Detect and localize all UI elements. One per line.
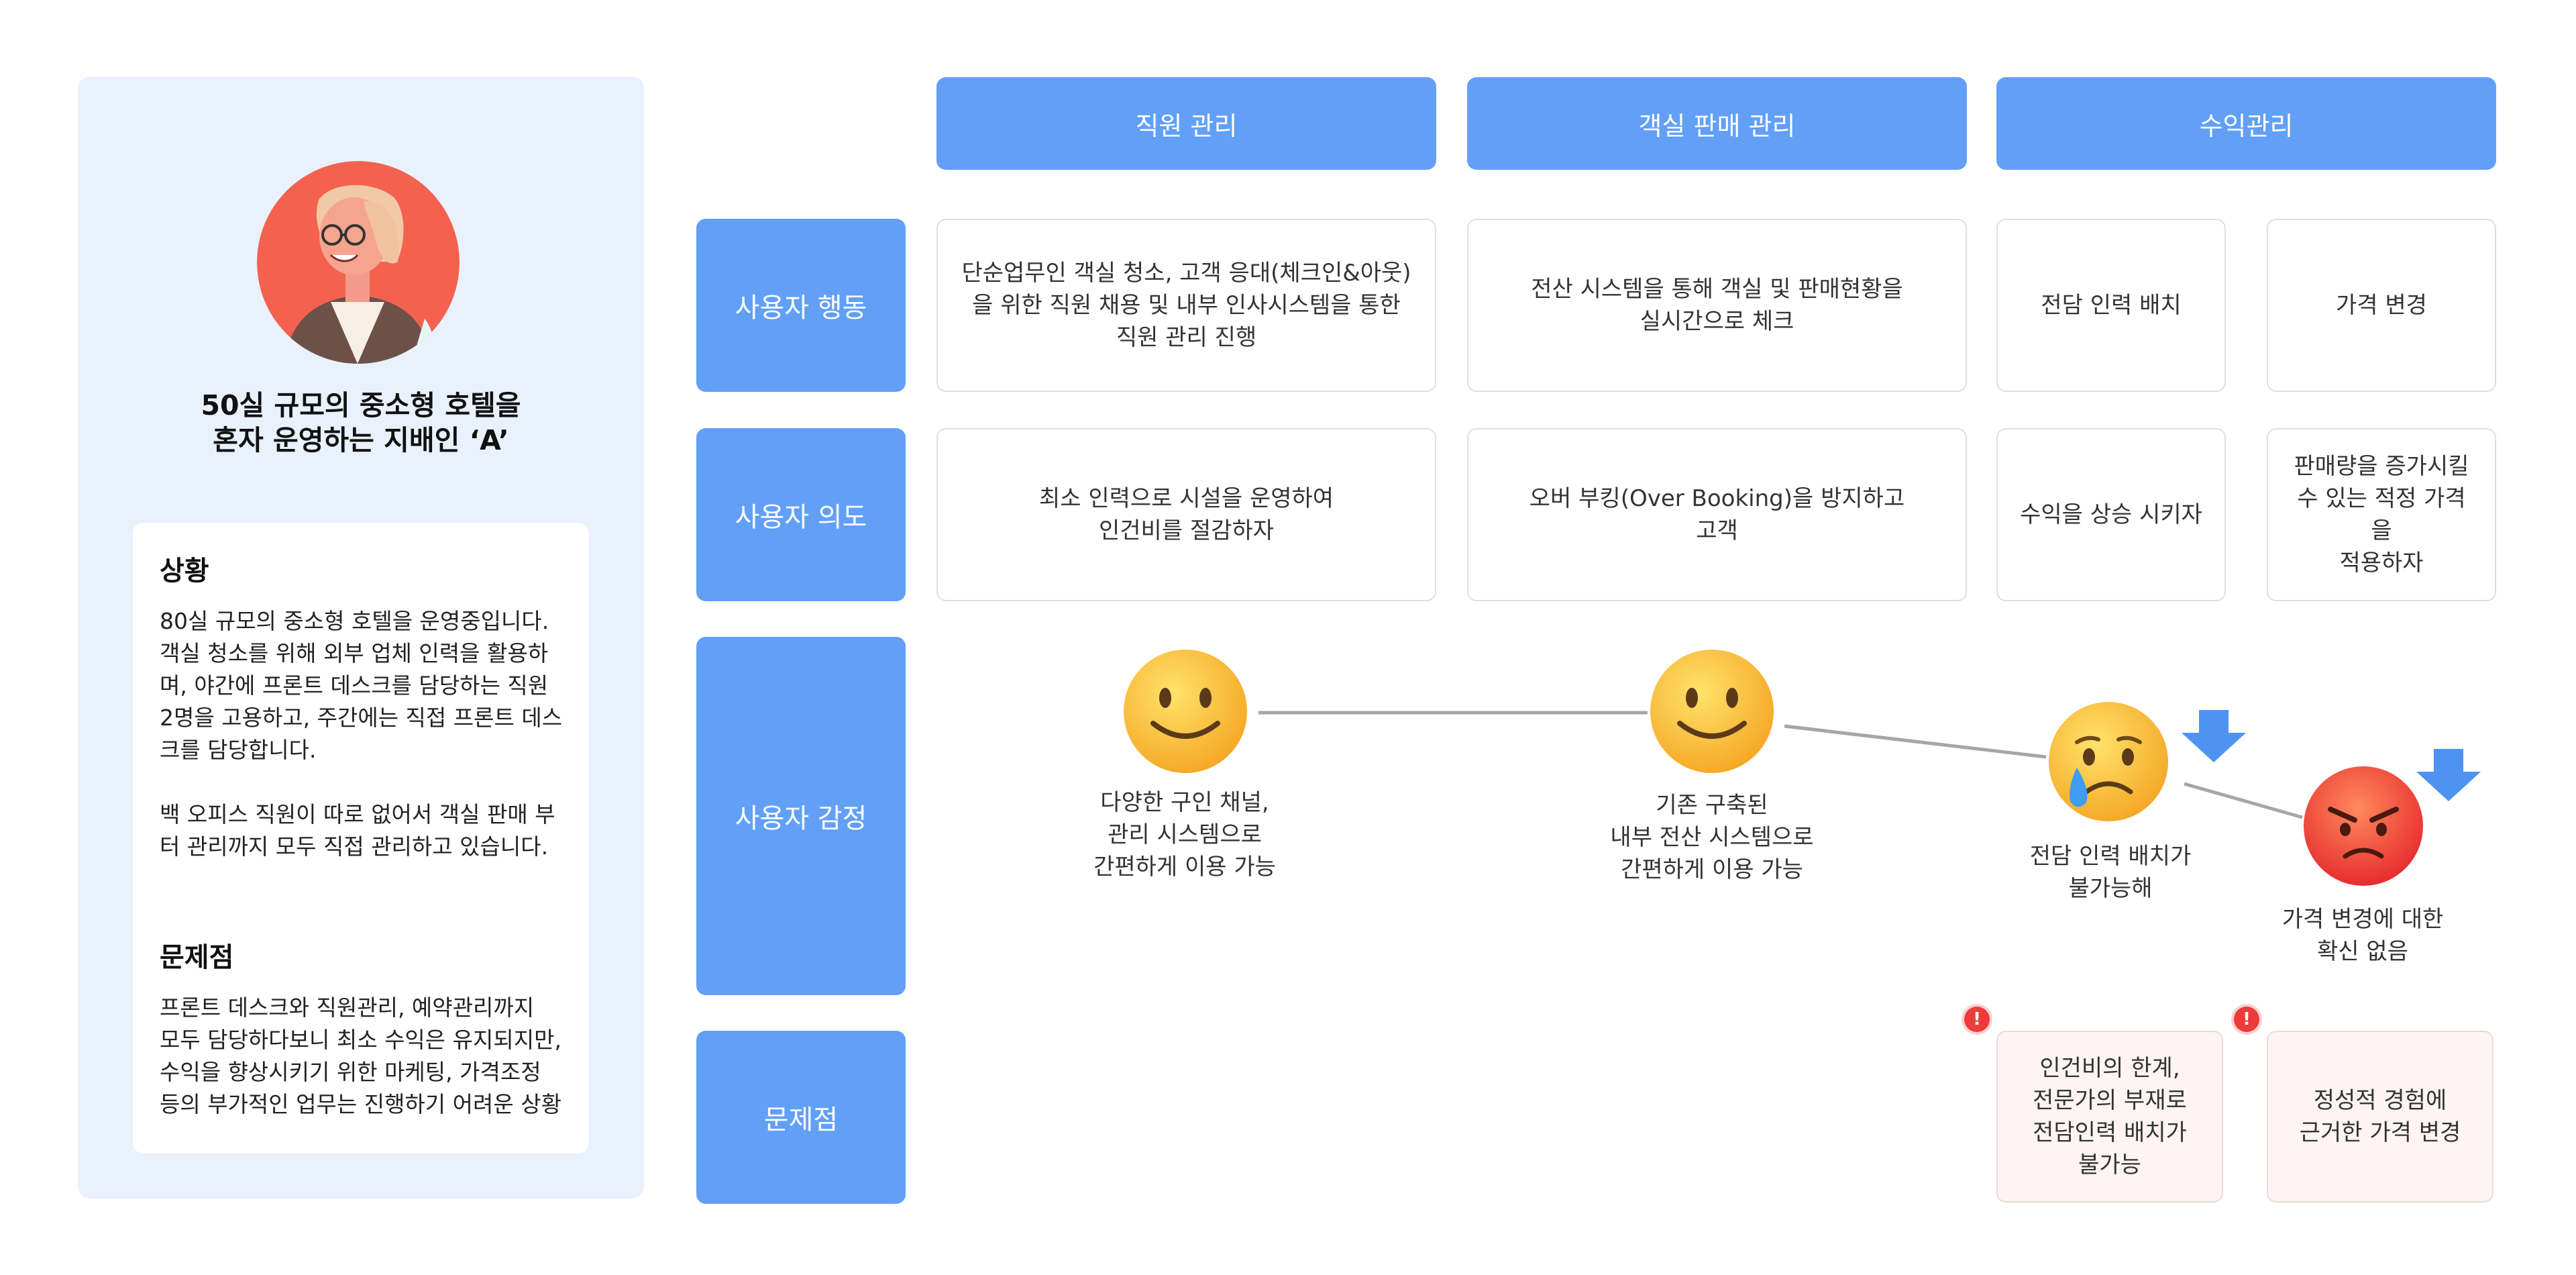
emotion-caption-3: 전담 인력 배치가 불가능해 [2029,843,2192,902]
angry-emoji-icon [2304,766,2423,886]
persona-info-card [133,523,589,1154]
problem-cell-staffing: 인건비의 한계, 전문가의 부재로 전담인력 배치가 불가능 [1996,1031,2223,1203]
problem-cell-pricing: 정성적 경험에 근거한 가격 변경 [2267,1031,2493,1203]
row-label-action: 사용자 행동 [696,219,906,392]
alert-icon: ! [2234,1007,2259,1032]
smile-emoji-icon [1650,650,1774,773]
down-arrow-icon [2182,710,2246,762]
action-cell-price-change: 가격 변경 [2267,219,2496,392]
column-header-revenue: 수익관리 [1996,77,2496,170]
row-label-intent: 사용자 의도 [696,428,906,601]
problem-heading: 문제점 [160,942,234,973]
column-header-room-sales: 객실 판매 관리 [1467,77,1967,170]
situation-heading: 상황 [160,556,209,586]
action-cell-room-sales: 전산 시스템을 통해 객실 및 판매현황을 실시간으로 체크 [1467,219,1967,392]
action-cell-dedicated-staff: 전담 인력 배치 [1996,219,2226,392]
column-header-staff: 직원 관리 [936,77,1436,170]
situation-text: 80실 규모의 중소형 호텔을 운영중입니다. 객실 청소를 위해 외부 업체 … [160,608,563,860]
persona-avatar [257,161,460,364]
intent-cell-revenue-up: 수익을 상승 시키자 [1996,428,2226,601]
row-label-problem: 문제점 [696,1031,906,1204]
persona-title: 50실 규모의 중소형 호텔을 혼자 운영하는 지배인 ‘A’ [201,389,521,456]
intent-cell-right-price: 판매량을 증가시킬 수 있는 적정 가격을 적용하자 [2267,428,2496,601]
row-label-emotion: 사용자 감정 [696,637,906,995]
emotion-caption-2: 기존 구축된 내부 전산 시스템으로 간편하게 이용 가능 [1610,792,1814,883]
smile-emoji-icon [1124,650,1247,773]
crying-emoji-icon [2049,702,2168,821]
emotion-caption-4: 가격 변경에 대한 확신 없음 [2282,906,2444,965]
intent-cell-room-sales: 오버 부킹(Over Booking)을 방지하고 고객 [1467,428,1967,601]
intent-cell-staff: 최소 인력으로 시설을 운영하여 인건비를 절감하자 [936,428,1436,601]
problem-text: 프론트 데스크와 직원관리, 예약관리까지 모두 담당하다보니 최소 수익은 유… [160,994,561,1117]
emotion-caption-1: 다양한 구인 채널, 관리 시스템으로 간편하게 이용 가능 [1093,789,1276,880]
down-arrow-icon [2416,749,2481,801]
alert-icon: ! [1964,1007,1990,1032]
action-cell-staff: 단순업무인 객실 청소, 고객 응대(체크인&아웃) 을 위한 직원 채용 및 … [936,219,1436,392]
